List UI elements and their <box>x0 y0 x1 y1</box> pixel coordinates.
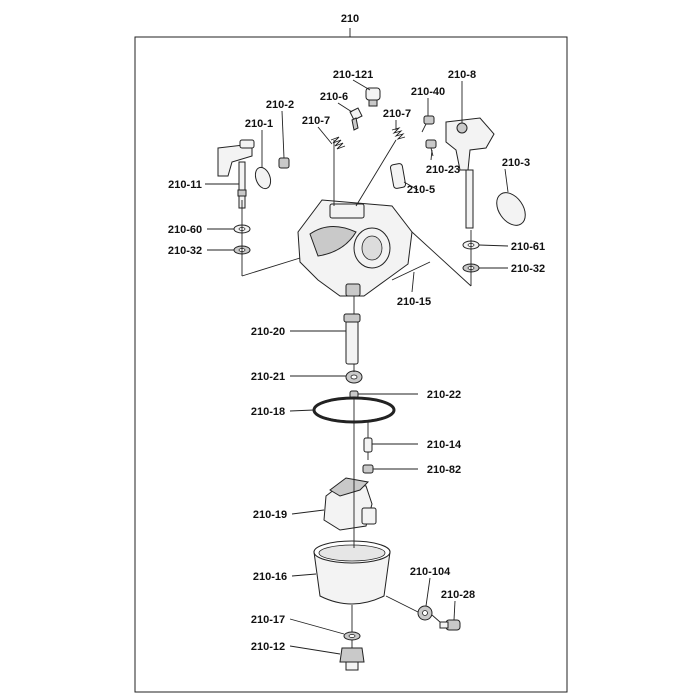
part-210-14 <box>363 437 373 460</box>
label-210-17: 210-17 <box>251 614 285 626</box>
label-210-22: 210-22 <box>427 389 461 401</box>
label-210-14: 210-14 <box>427 439 462 451</box>
label-210-2: 210-2 <box>266 99 294 111</box>
label-210-12: 210-12 <box>251 641 285 653</box>
label-210-7-left: 210-7 <box>302 115 330 127</box>
part-210-19 <box>323 477 377 531</box>
part-210-121 <box>365 87 381 107</box>
assembly-lines <box>241 139 472 648</box>
part-210-11 <box>217 139 255 209</box>
label-210-11: 210-11 <box>168 179 202 191</box>
label-210-20: 210-20 <box>251 326 285 338</box>
label-210-40: 210-40 <box>411 86 445 98</box>
label-210-61: 210-61 <box>511 241 545 253</box>
label-210-5: 210-5 <box>407 184 435 196</box>
leader-lines <box>205 79 509 655</box>
label-210-19: 210-19 <box>253 509 287 521</box>
label-210-15: 210-15 <box>397 296 431 308</box>
part-210-5 <box>389 163 407 189</box>
part-210-2 <box>278 157 290 169</box>
part-210-3 <box>496 192 526 226</box>
part-210-6 <box>349 107 363 131</box>
label-210-104: 210-104 <box>410 566 451 578</box>
part-210-21 <box>345 370 363 384</box>
label-210-28: 210-28 <box>441 589 475 601</box>
label-210-60: 210-60 <box>168 224 202 236</box>
part-210-20 <box>343 313 361 365</box>
part-210-17 <box>343 631 361 641</box>
diagram-frame <box>134 36 568 693</box>
carburetor-body <box>297 199 413 297</box>
label-210-121: 210-121 <box>333 69 373 81</box>
assembly-label: 210 <box>341 13 359 25</box>
part-210-28 <box>439 619 461 631</box>
part-210-40 <box>421 115 435 133</box>
part-labels: 210-121 210-6 210-40 210-8 210-2 210-1 2… <box>168 69 545 653</box>
part-210-1 <box>254 166 272 190</box>
part-210-82 <box>362 464 374 474</box>
label-210-18: 210-18 <box>251 406 285 418</box>
label-210-21: 210-21 <box>251 371 285 383</box>
part-210-15 <box>391 261 431 281</box>
label-210-6: 210-6 <box>320 91 348 103</box>
label-210-32-right: 210-32 <box>511 263 545 275</box>
part-210-104 <box>417 605 433 621</box>
label-210-32-left: 210-32 <box>168 245 202 257</box>
part-210-7-spring-right <box>391 127 406 140</box>
label-210-8: 210-8 <box>448 69 476 81</box>
part-210-16 <box>313 540 391 605</box>
part-210-23 <box>425 139 437 157</box>
label-210-82: 210-82 <box>427 464 461 476</box>
part-210-7-spring-left <box>330 136 346 150</box>
label-210-1: 210-1 <box>245 118 273 130</box>
label-210-23: 210-23 <box>426 164 460 176</box>
part-210-12 <box>339 647 365 671</box>
label-210-7-right: 210-7 <box>383 108 411 120</box>
label-210-16: 210-16 <box>253 571 287 583</box>
label-210-3: 210-3 <box>502 157 530 169</box>
